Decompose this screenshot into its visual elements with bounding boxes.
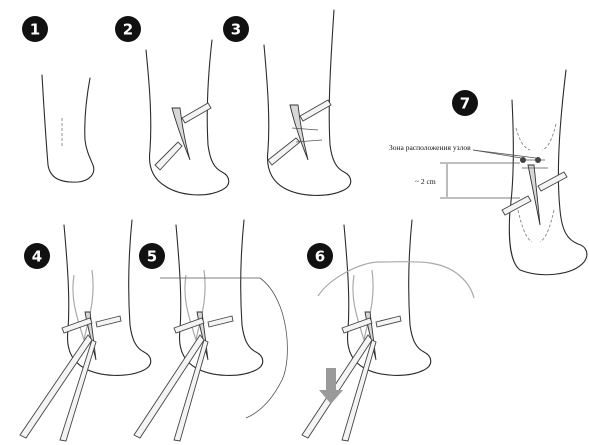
step-number-7: 7 xyxy=(460,95,470,113)
step-number-2: 2 xyxy=(123,21,133,39)
step-number-6: 6 xyxy=(315,248,325,266)
panel-3: 3 xyxy=(223,10,351,195)
distance-label: ~ 2 cm xyxy=(415,177,436,186)
step-number-5: 5 xyxy=(147,248,157,266)
step-number-3: 3 xyxy=(231,21,241,39)
step-number-1: 1 xyxy=(30,21,40,39)
panel-2: 2 xyxy=(115,16,229,195)
panel-1: 1 xyxy=(22,16,94,182)
step-number-4: 4 xyxy=(32,248,42,266)
panel-5: 5 xyxy=(134,220,287,441)
panel-7: Зона расположения узлов ~ 2 cm 7 xyxy=(389,70,587,275)
knot-zone-label: Зона расположения узлов xyxy=(389,143,471,152)
panel-4: 4 xyxy=(20,220,151,441)
panel-6: 6 xyxy=(302,220,474,441)
